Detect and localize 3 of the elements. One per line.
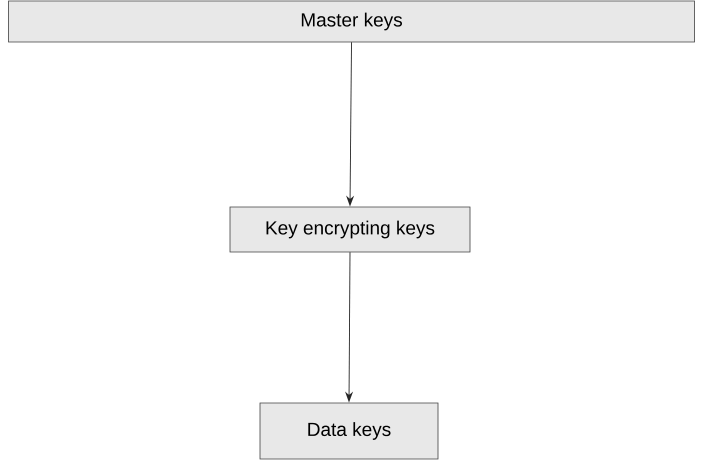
key-box: Master keys bbox=[8, 0, 695, 42]
key-box: Key encrypting keys bbox=[230, 206, 470, 252]
key-box: Data keys bbox=[260, 402, 438, 460]
